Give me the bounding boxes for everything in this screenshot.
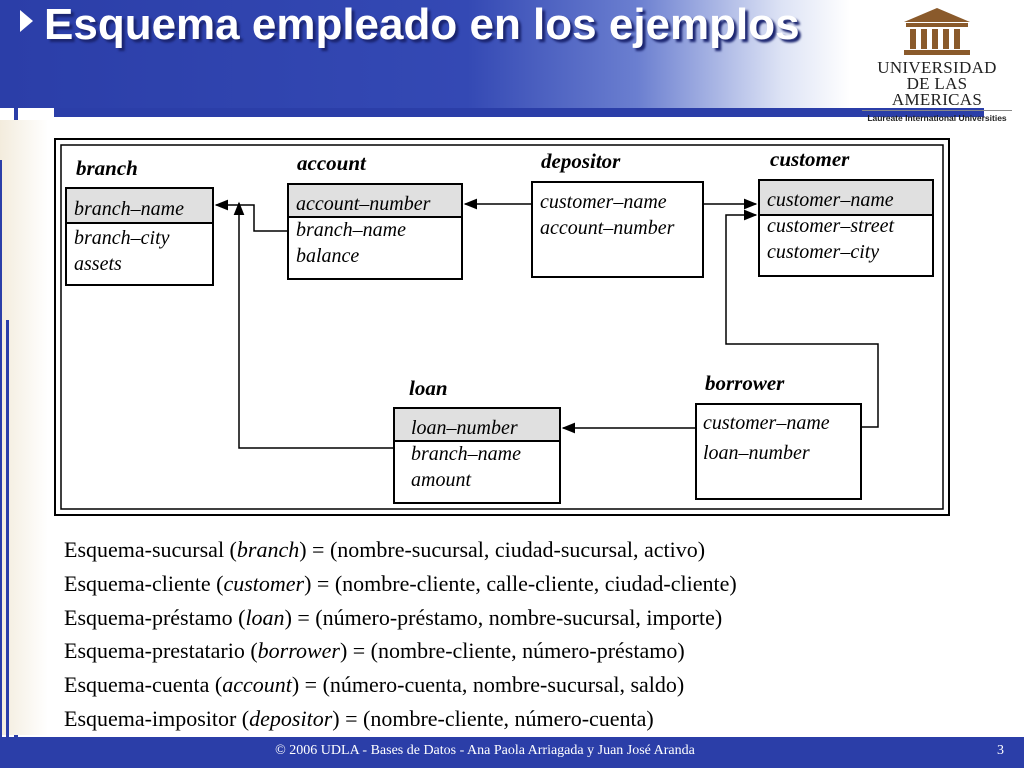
diagram-inner-frame — [60, 144, 944, 510]
schema-diagram-svg: branch branch–name branch–city assets ac… — [54, 138, 950, 516]
university-logo: UNIVERSIDAD DE LAS AMERICAS Laureate Int… — [862, 6, 1012, 123]
customer-attr-cell — [758, 214, 934, 277]
footer-credits: © 2006 UDLA - Bases de Datos - Ana Paola… — [275, 743, 695, 758]
depositor-attr-1: customer–name — [540, 191, 667, 213]
schema-diagram: branch branch–name branch–city assets ac… — [54, 138, 950, 518]
schema-item: Esquema-cliente (customer) = (nombre-cli… — [64, 570, 737, 596]
schema-item: Esquema-sucursal (branch) = (nombre-sucu… — [64, 537, 706, 562]
loan-key: loan–number — [411, 417, 518, 439]
customer-attr-2: customer–city — [767, 241, 879, 263]
borrower-attr-1: customer–name — [703, 412, 830, 434]
customer-key: customer–name — [767, 189, 894, 211]
schema-item: Esquema-prestatario (borrower) = (nombre… — [64, 638, 685, 664]
logo-tagline: Laureate International Universities — [867, 113, 1007, 123]
schema-item: Esquema-impositor (depositor) = (nombre-… — [64, 705, 654, 731]
account-attr-2: balance — [296, 245, 359, 267]
schema-list: Esquema-sucursal (branch) = (nombre-sucu… — [64, 533, 964, 736]
branch-key-cell — [65, 187, 214, 224]
borrower-box — [695, 403, 862, 500]
left-decoration — [0, 120, 48, 740]
diagram-outer-frame — [54, 138, 950, 516]
branch-attr-cell — [65, 222, 214, 286]
relation-label-customer: customer — [770, 147, 850, 171]
logo-name-line1: UNIVERSIDAD — [877, 58, 997, 77]
loan-attr-cell — [393, 440, 561, 504]
loan-key-cell — [393, 407, 561, 442]
header-rule — [54, 108, 984, 117]
borrower-attr-2: loan–number — [703, 442, 810, 464]
branch-attr-1: branch–city — [74, 227, 170, 249]
slide-header: Esquema empleado en los ejemplos UNIVERS… — [0, 0, 1024, 123]
slide-footer: © 2006 UDLA - Bases de Datos - Ana Paola… — [0, 737, 1024, 768]
relation-label-branch: branch — [76, 156, 138, 180]
title-band — [0, 0, 850, 108]
account-attr-1: branch–name — [296, 219, 406, 241]
branch-attr-2: assets — [74, 253, 122, 275]
page-number: 3 — [997, 743, 1004, 758]
relation-label-account: account — [297, 151, 367, 175]
relation-label-loan: loan — [409, 376, 448, 400]
depositor-box — [531, 181, 704, 278]
building-icon — [904, 8, 970, 55]
depositor-attr-2: account–number — [540, 217, 675, 239]
relation-label-borrower: borrower — [705, 371, 785, 395]
loan-attr-2: amount — [411, 469, 471, 491]
schema-item: Esquema-préstamo (loan) = (número-présta… — [64, 604, 723, 630]
account-attr-cell — [287, 216, 463, 280]
loan-attr-1: branch–name — [411, 443, 521, 465]
account-key: account–number — [296, 193, 431, 215]
title-bullet-arrow-icon — [20, 10, 33, 32]
schema-item: Esquema-cuenta (account) = (número-cuent… — [64, 672, 685, 698]
branch-key: branch–name — [74, 198, 184, 220]
arrow-loan-to-branch — [233, 201, 394, 449]
relation-label-depositor: depositor — [541, 149, 621, 173]
slide-title: Esquema empleado en los ejemplos — [44, 0, 800, 49]
customer-attr-1: customer–street — [767, 215, 894, 237]
account-key-cell — [287, 183, 463, 218]
arrow-borrower-to-customer — [725, 209, 879, 428]
logo-name-line2: DE LAS AMERICAS — [862, 75, 1012, 111]
arrow-account-to-branch — [214, 199, 288, 232]
